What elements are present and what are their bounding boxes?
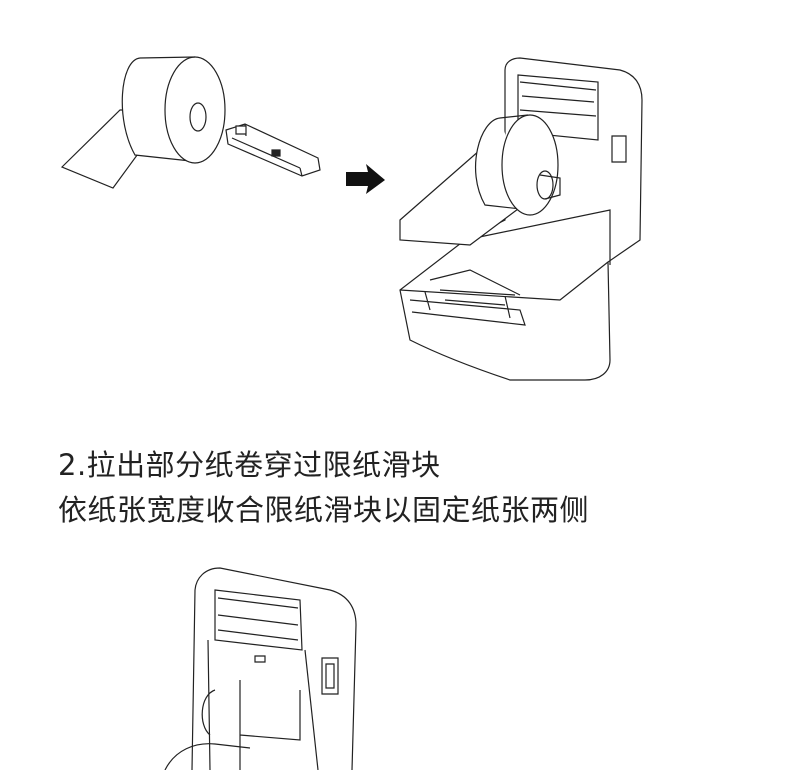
paper-roll-illustration: [62, 57, 225, 188]
step-title: 2.拉出部分纸卷穿过限纸滑块: [58, 448, 441, 482]
printer-open-illustration: [165, 568, 356, 770]
step-detail: 依纸张宽度收合限纸滑块以固定纸张两侧: [58, 493, 590, 527]
paper-guide-slider-illustration: [226, 124, 320, 176]
arrow-icon: [346, 164, 385, 194]
printer-open-with-roll-illustration: [400, 58, 642, 380]
